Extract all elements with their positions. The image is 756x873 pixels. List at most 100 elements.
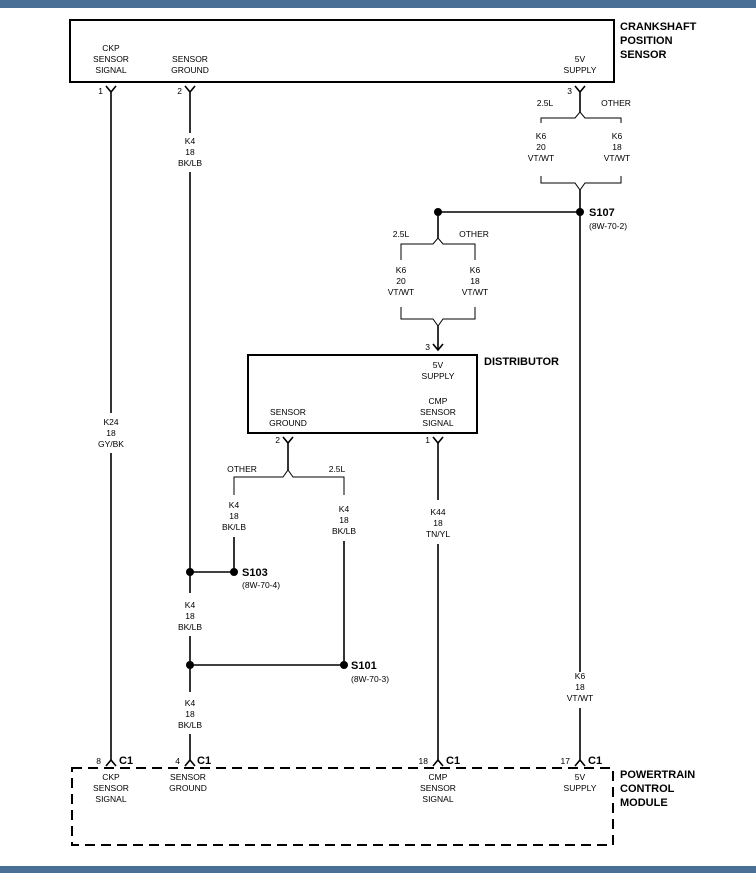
- ground-25-k4-label-2: 18: [339, 515, 349, 525]
- dist-pin1-number: 1: [425, 435, 430, 445]
- pcm-pin4-terminal: [184, 758, 196, 767]
- pcm-pin4-label-1: SENSOR: [170, 772, 206, 782]
- splice-s101-id: S101: [351, 660, 377, 672]
- splice-s101-ref: (8W-70-3): [351, 674, 389, 684]
- dist-pin1-label-3: SIGNAL: [422, 418, 453, 428]
- wire-k4-mid-label-3: BK/LB: [178, 622, 202, 632]
- ckp-pin2-label-1: SENSOR: [172, 54, 208, 64]
- dist-pin2-terminal: [282, 436, 294, 445]
- wire-k4-mid-label-2: 18: [185, 611, 195, 621]
- distributor-box: [247, 354, 478, 434]
- dist-pin1-label-1: CMP: [429, 396, 448, 406]
- pcm-pin17-number: 17: [561, 756, 571, 766]
- pcm-pin8-label-3: SIGNAL: [95, 794, 126, 804]
- splice-s107-dot: [576, 208, 584, 216]
- crank-k6-20-label-3: VT/WT: [528, 153, 554, 163]
- ckp-pin2-terminal: [184, 85, 196, 94]
- distributor: DISTRIBUTOR 5V SUPPLY SENSOR GROUND CMP …: [247, 354, 559, 434]
- wire-k24-label-2: 18: [106, 428, 116, 438]
- dist-pin1-terminal: [432, 436, 444, 445]
- crankshaft-position-sensor: CRANKSHAFT POSITION SENSOR CKP SENSOR SI…: [69, 19, 697, 96]
- ground-option-other-label: OTHER: [227, 464, 257, 474]
- dist-pin3-label-2: SUPPLY: [422, 371, 455, 381]
- crankshaft-sensor-title-1: CRANKSHAFT: [620, 21, 697, 33]
- dist-k6-20-label-2: 20: [396, 276, 406, 286]
- wire-k4-bottom-label-2: 18: [185, 709, 195, 719]
- crank-k6-20-label-1: K6: [536, 131, 547, 141]
- pcm-pin8-label-2: SENSOR: [93, 783, 129, 793]
- top-window-bar: [0, 0, 756, 8]
- pcm-pin17-terminal: [574, 758, 586, 767]
- crank-k6-18-label-2: 18: [612, 142, 622, 152]
- dist-pin1-label-2: SENSOR: [420, 407, 456, 417]
- pcm-pin8-terminal: [105, 758, 117, 767]
- dist-option-bracket-top: [400, 237, 476, 250]
- pcm-pin18-connector: C1: [446, 755, 460, 767]
- wire-k4-top-label-3: BK/LB: [178, 158, 202, 168]
- dist-k6-20-label-3: VT/WT: [388, 287, 414, 297]
- crank-option-other-label: OTHER: [601, 98, 631, 108]
- ckp-pin1-label-3: SIGNAL: [95, 65, 126, 75]
- pcm-pin4-number: 4: [175, 756, 180, 766]
- dist-pin2-number: 2: [275, 435, 280, 445]
- crank-k6-18-label-1: K6: [612, 131, 623, 141]
- splice-s103-dot: [230, 568, 238, 576]
- dist-pin2-label-1: SENSOR: [270, 407, 306, 417]
- ckp-pin2-label-2: GROUND: [171, 65, 209, 75]
- dist-option-bracket-bottom: [400, 307, 476, 327]
- ckp-pin3-label-2: SUPPLY: [564, 65, 597, 75]
- ground-25-k4-label-3: BK/LB: [332, 526, 356, 536]
- wire-k4-bottom-label-3: BK/LB: [178, 720, 202, 730]
- splice-s101-dot: [340, 661, 348, 669]
- node-k4-s103: [186, 568, 194, 576]
- splice-s103-ref: (8W-70-4): [242, 580, 280, 590]
- pcm-pin8-label-1: CKP: [102, 772, 120, 782]
- pcm-pin17-connector: C1: [588, 755, 602, 767]
- pcm-pin4-connector: C1: [197, 755, 211, 767]
- wire-k6-pcm-label-1: K6: [575, 671, 586, 681]
- dist-k6-18-label-1: K6: [470, 265, 481, 275]
- distributor-ground-option-group: OTHER 2.5L: [227, 464, 346, 495]
- pcm-pin17-label-1: 5V: [575, 772, 586, 782]
- pcm-pin17-label-2: SUPPLY: [564, 783, 597, 793]
- wire-k24-label-3: GY/BK: [98, 439, 124, 449]
- ckp-pin1-number: 1: [98, 86, 103, 96]
- ckp-pin3-number: 3: [567, 86, 572, 96]
- pcm-pin18-terminal: [432, 758, 444, 767]
- wire-k44-label-3: TN/YL: [426, 529, 450, 539]
- pcm-pin18-number: 18: [419, 756, 429, 766]
- distributor-supply-option-group: 2.5L OTHER K6 20 VT/WT K6 18 VT/WT: [388, 229, 489, 327]
- crank-option-bracket-bottom: [540, 176, 622, 191]
- dist-k6-18-label-3: VT/WT: [462, 287, 488, 297]
- splice-s107-id: S107: [589, 207, 615, 219]
- distributor-title: DISTRIBUTOR: [484, 356, 559, 368]
- wire-k6-pcm-label-2: 18: [575, 682, 585, 692]
- ckp-pin1-terminal: [105, 85, 117, 94]
- dist-pin3-label-1: 5V: [433, 360, 444, 370]
- wire-k4-top-label-2: 18: [185, 147, 195, 157]
- pcm-title-1: POWERTRAIN: [620, 769, 695, 781]
- ckp-pin3-terminal: [574, 85, 586, 94]
- crankshaft-sensor-box: [69, 19, 615, 83]
- pcm-title-2: CONTROL: [620, 783, 675, 795]
- wire-k44-label-2: 18: [433, 518, 443, 528]
- dist-k6-18-label-2: 18: [470, 276, 480, 286]
- splice-s103-id: S103: [242, 567, 268, 579]
- ckp-pin2-number: 2: [177, 86, 182, 96]
- node-k4-s101: [186, 661, 194, 669]
- ground-25-k4-label-1: K4: [339, 504, 350, 514]
- ground-option-bracket: [233, 469, 345, 482]
- pcm-title-3: MODULE: [620, 797, 668, 809]
- wire-k44-label-1: K44: [430, 507, 445, 517]
- pcm-pin8-number: 8: [96, 756, 101, 766]
- crank-option-bracket-top: [540, 111, 622, 123]
- pcm-box: [71, 767, 614, 846]
- wire-k4-top-label-1: K4: [185, 136, 196, 146]
- dist-pin3-number: 3: [425, 342, 430, 352]
- wire-k24-label-1: K24: [103, 417, 118, 427]
- ckp-pin3-label-1: 5V: [575, 54, 586, 64]
- pcm-pin18-label-1: CMP: [429, 772, 448, 782]
- crank-supply-option-group: 2.5L OTHER K6 20 VT/WT K6 18 VT/WT: [528, 98, 631, 191]
- ground-other-k4-label-1: K4: [229, 500, 240, 510]
